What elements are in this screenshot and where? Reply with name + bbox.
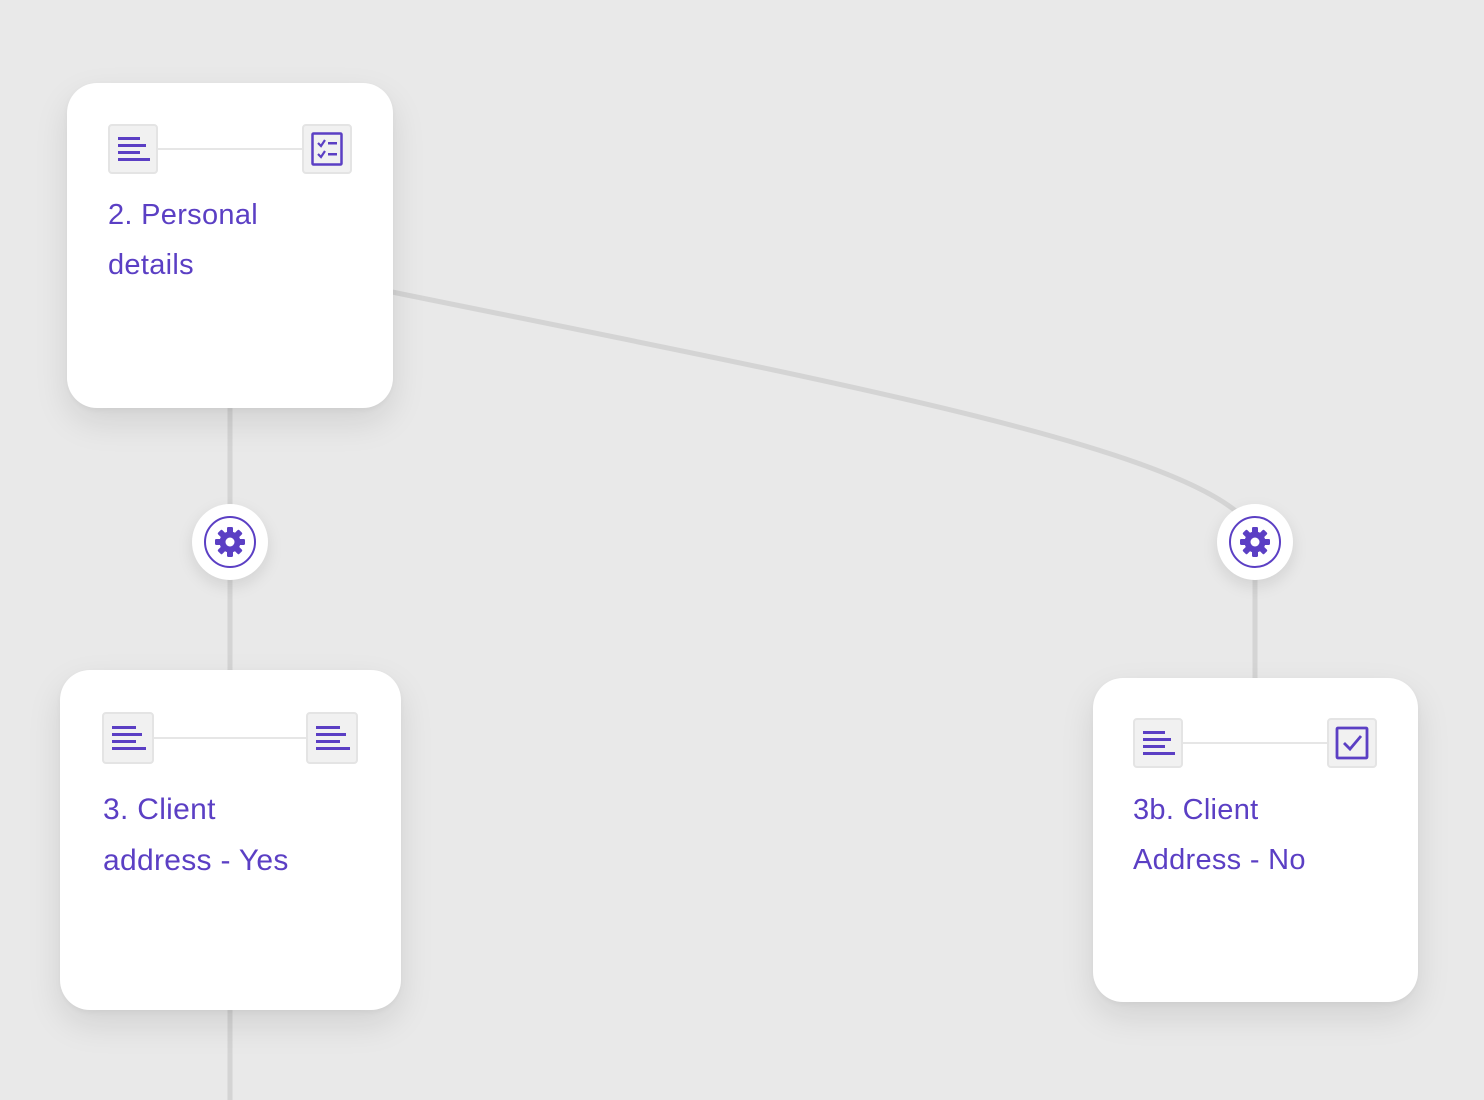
node-client-address-yes[interactable]: 3. Client address - Yes [60,670,401,1010]
checkbox-checked-icon [1327,718,1377,768]
header-connector-line [158,148,302,150]
gear-icon [1240,527,1270,557]
node-title: 3. Client address - Yes [103,793,289,877]
gear-ring [1229,516,1281,568]
gear-icon [215,527,245,557]
text-lines-icon [1133,718,1183,768]
text-lines-icon [102,712,154,764]
condition-settings-button[interactable] [192,504,268,580]
node-header [1133,718,1377,768]
text-lines-icon [108,124,158,174]
node-title: 2. Personal details [108,199,258,281]
header-connector-line [1183,742,1327,744]
header-connector-line [154,737,306,739]
node-header [108,124,352,174]
node-personal-details[interactable]: 2. Personal details [67,83,393,408]
gear-ring [204,516,256,568]
node-client-address-no[interactable]: 3b. Client Address - No [1093,678,1418,1002]
node-header [102,712,358,764]
condition-settings-button[interactable] [1217,504,1293,580]
connector-personal-to-gear-2 [391,289,1239,514]
text-lines-icon [306,712,358,764]
checklist-icon [302,124,352,174]
node-title: 3b. Client Address - No [1133,794,1306,876]
